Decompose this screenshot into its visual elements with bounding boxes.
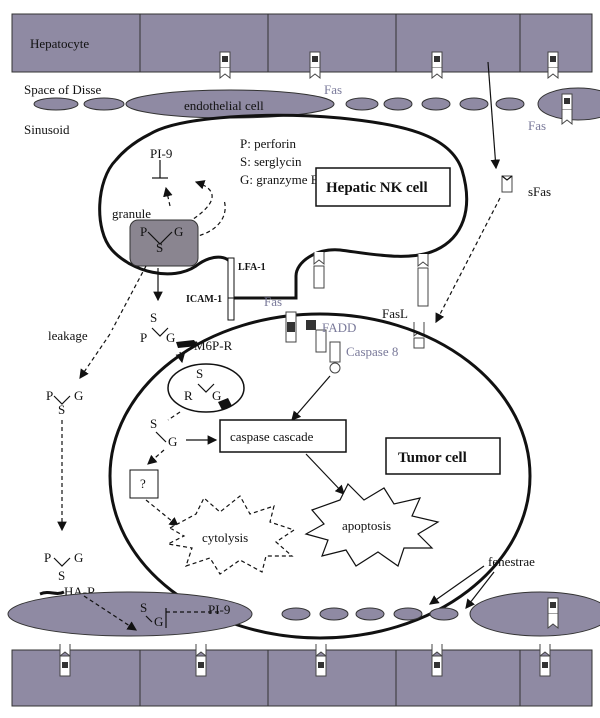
m6pr-label: M6P-R [194, 338, 233, 353]
granule-feedback-arrow [181, 180, 213, 227]
tumor-cell-outline [108, 312, 532, 640]
hepatocyte-band-bottom [11, 649, 593, 707]
apoptosis-label: apoptosis [342, 518, 391, 533]
fas-receptor-bottom-right [547, 597, 559, 630]
hepatocyte-band-top [11, 13, 593, 73]
svg-text:S: S [150, 416, 157, 431]
unknown-mechanism-box [129, 469, 159, 499]
svg-text:G: G [74, 550, 83, 565]
svg-text:S: S [58, 402, 65, 417]
svg-text:G: G [154, 614, 163, 629]
svg-text:G: G [166, 330, 175, 345]
svg-text:P: P [44, 550, 51, 565]
svg-text:P: P [140, 224, 147, 239]
lfa1-label: LFA-1 [238, 262, 266, 273]
svg-text:G: G [168, 434, 177, 449]
caspase-cascade-label: caspase cascade [230, 429, 314, 444]
fas-receptors-top [219, 51, 559, 80]
svg-text:P: P [140, 330, 147, 345]
svg-text:S: S [150, 310, 157, 325]
leakage-label: leakage [48, 328, 88, 343]
svg-text:G: G [174, 224, 183, 239]
svg-text:S: S [196, 366, 203, 381]
sfas-label: sFas [528, 184, 551, 199]
nk-cell-label-box [315, 167, 451, 207]
apoptosis-burst [304, 482, 440, 567]
fasl-receptor-2 [417, 254, 429, 307]
fas-right-label: Fas [528, 118, 546, 133]
endothelial-row-bottom [7, 591, 600, 637]
tumor-cell-label: Tumor cell [398, 450, 467, 466]
pi9-bottom-label: PI-9 [208, 602, 230, 617]
caspase8-label: Caspase 8 [346, 344, 398, 359]
legend-serglycin: S: serglycin [240, 154, 302, 169]
nk-cell-outline [98, 113, 469, 300]
fadd-label: FADD [322, 320, 356, 335]
svg-text:R: R [184, 388, 193, 403]
caspase-cascade-box [219, 419, 347, 453]
granule [129, 219, 199, 267]
space-of-disse-label: Space of Disse [24, 82, 101, 97]
fas-receptor-right [561, 93, 573, 126]
fas-top-label: Fas [324, 82, 342, 97]
fenestrae-label: fenestrae [488, 554, 535, 569]
endosome [167, 363, 245, 413]
fas-mid-label: Fas [264, 294, 282, 309]
legend-perforin: P: perforin [240, 136, 296, 151]
legend-granzyme: G: granzyme B [240, 172, 320, 187]
endothelial-cell-label: endothelial cell [184, 98, 264, 113]
svg-text:S: S [140, 600, 147, 615]
cytolysis-label: cytolysis [202, 530, 248, 545]
svg-text:S: S [156, 240, 163, 255]
fadd [306, 320, 327, 353]
tumor-cell-label-box [385, 437, 501, 475]
hepatocyte-label: Hepatocyte [30, 36, 89, 51]
svg-text:S: S [58, 568, 65, 583]
question-label: ? [140, 476, 146, 491]
caspase8 [329, 341, 341, 374]
icam1-label: ICAM-1 [186, 294, 222, 305]
sinusoid-label: Sinusoid [24, 122, 70, 137]
granule-label: granule [112, 206, 151, 221]
fasl-receptor-1 [313, 252, 325, 289]
pi9-top-label: PI-9 [150, 146, 172, 161]
sfas-receptor [501, 175, 513, 193]
nk-cell-label: Hepatic NK cell [326, 180, 428, 196]
svg-text:G: G [212, 388, 221, 403]
fas-receptor-tumor [285, 311, 297, 343]
svg-text:G: G [74, 388, 83, 403]
fasl-label: FasL [382, 306, 408, 321]
cytolysis-burst [166, 495, 296, 575]
svg-text:P: P [46, 388, 53, 403]
fas-receptors-bottom [59, 644, 551, 677]
